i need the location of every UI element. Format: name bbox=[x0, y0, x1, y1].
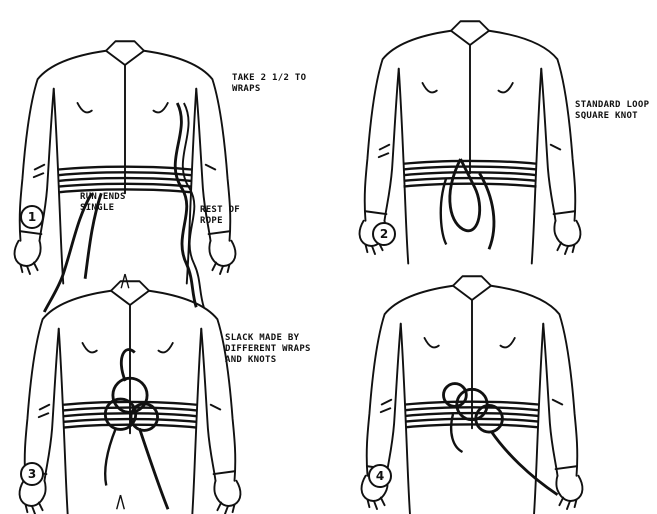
panel-3-note-slack: SLACK MADE BY DIFFERENT WRAPS AND KNOTS bbox=[225, 333, 311, 366]
panel-1-note-rest-of-rope: REST OF ROPE bbox=[200, 205, 240, 227]
panel-1 bbox=[15, 41, 236, 312]
panel-number-1: 1 bbox=[20, 205, 44, 229]
panel-number-4: 4 bbox=[368, 464, 392, 488]
panel-4 bbox=[362, 276, 583, 514]
panel-1-note-wraps: TAKE 2 1/2 TO WRAPS bbox=[232, 73, 306, 95]
panel-number-3: 3 bbox=[20, 462, 44, 486]
panel-1-note-run-ends: RUN ENDS SINGLE bbox=[80, 192, 126, 214]
panel-3 bbox=[20, 281, 241, 514]
panel-2-note-knot: STANDARD LOOP SQUARE KNOT bbox=[575, 100, 649, 122]
panel-number-2: 2 bbox=[372, 222, 396, 246]
